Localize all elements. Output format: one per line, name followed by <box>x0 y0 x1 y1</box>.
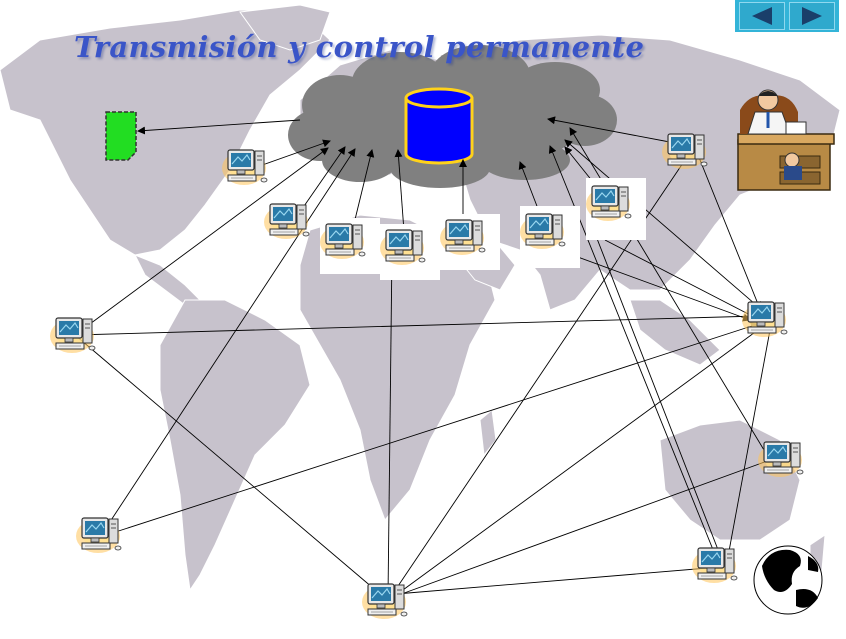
map-madagascar <box>479 409 497 457</box>
computer-icon <box>319 218 380 274</box>
computer-icon <box>691 547 738 584</box>
computer-icon <box>263 203 310 240</box>
office-worker-icon <box>737 89 835 191</box>
left-triangle-icon <box>752 7 772 25</box>
map-central-america <box>133 254 201 306</box>
computer-icon <box>49 317 96 354</box>
computers <box>49 133 804 620</box>
map-australia <box>659 419 801 541</box>
previous-slide-button[interactable] <box>739 2 785 30</box>
map-southeast-asia <box>629 299 721 366</box>
next-slide-button[interactable] <box>789 2 835 30</box>
map-north-america <box>0 9 331 256</box>
server-rack-icon <box>105 111 137 161</box>
computer-icon <box>741 301 788 338</box>
page-title: Transmisión y control permanente <box>74 30 645 64</box>
right-triangle-icon <box>802 7 822 25</box>
computer-icon <box>361 583 408 620</box>
computer-icon <box>519 206 580 268</box>
database-icon <box>404 87 474 165</box>
slide-navigation <box>735 0 839 32</box>
map-south-america <box>159 299 311 592</box>
computer-icon <box>439 214 500 270</box>
map-greenland <box>239 4 331 51</box>
computer-icon <box>221 149 268 186</box>
globe-icon <box>753 545 823 615</box>
computer-icon <box>379 224 440 280</box>
computer-icon <box>585 178 646 240</box>
computer-icon <box>75 517 122 554</box>
